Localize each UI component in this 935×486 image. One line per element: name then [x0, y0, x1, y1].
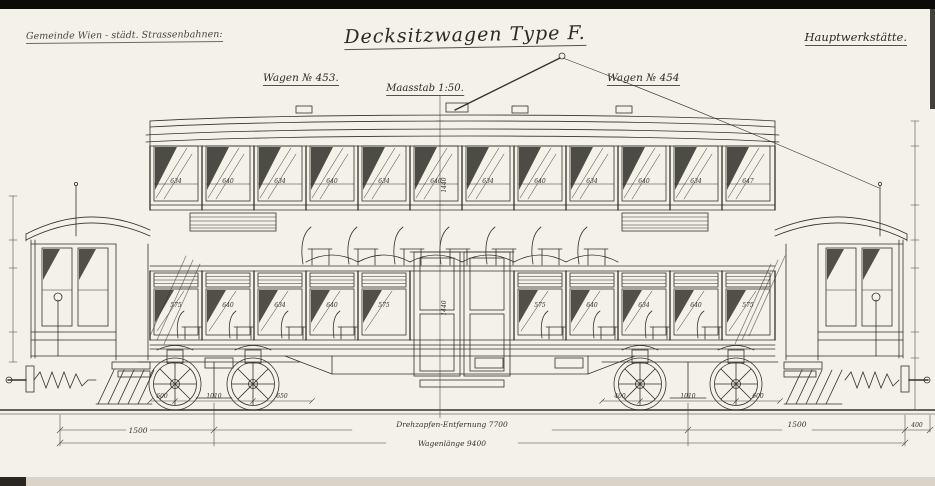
window-dim-label: 575	[742, 302, 754, 309]
window-dim-label: 634	[638, 302, 650, 309]
platform-step	[783, 370, 817, 378]
bogie-dim-label: 600	[156, 393, 168, 400]
window-dim-label: 634	[170, 178, 182, 185]
upper-deck	[149, 145, 776, 211]
bogie-dim-label: 600	[752, 393, 764, 400]
window-dim-label: 640	[326, 178, 338, 185]
window-dim-label: 575	[170, 302, 182, 309]
dimension-lines	[8, 95, 934, 447]
platform-step	[111, 361, 151, 370]
spring	[717, 345, 755, 351]
pivot-distance-label: Drehzapfen-Entfernung 7700	[395, 420, 508, 429]
canopy	[774, 216, 908, 235]
lower-deck	[149, 270, 776, 346]
lower-posts	[149, 270, 776, 341]
door-step	[419, 379, 505, 388]
window-dim-label: 634	[482, 178, 494, 185]
trolley-pole	[454, 52, 880, 189]
window-dim-label: 640	[534, 178, 546, 185]
spring	[234, 345, 272, 351]
wagon-number-right: Wagen № 454	[607, 72, 680, 86]
platform-window	[861, 247, 893, 327]
lifeguard-fender	[783, 369, 843, 405]
roof-ventilator	[511, 105, 529, 114]
platform-step	[117, 370, 151, 378]
bogie-dim-label: 400	[613, 393, 626, 400]
coupling	[5, 365, 97, 393]
window-dim-label: 575	[534, 302, 546, 309]
window-dim-label: 647	[742, 178, 754, 185]
photo-edge-right	[930, 9, 935, 109]
lifeguard-fender	[95, 369, 155, 405]
overhang-dim-label: 1500	[128, 426, 147, 435]
bogie-right	[601, 345, 779, 411]
bogie-dim-label: 650	[276, 393, 288, 400]
right-platform	[734, 181, 931, 405]
window-dim-label: 634	[378, 178, 390, 185]
dimension-labels: 634 640 634 640 634 640 634 640 634 640 …	[128, 177, 922, 448]
canopy	[25, 216, 151, 235]
trolley-rope	[562, 57, 880, 189]
window-dim-label: 634	[586, 178, 598, 185]
truss-rod	[284, 355, 636, 375]
spring	[156, 345, 194, 351]
platform-window	[77, 247, 109, 327]
window-dim-label: 640	[326, 302, 338, 309]
workshop-label: Hauptwerkstätte.	[804, 30, 907, 46]
platform-window	[41, 247, 73, 327]
photo-corner	[0, 477, 26, 486]
overhang-dim-label: 1500	[787, 420, 806, 429]
window-dim-label: 640	[586, 302, 598, 309]
platform-window	[825, 247, 857, 327]
underframe	[149, 348, 776, 375]
platform-step	[783, 361, 823, 370]
bogie-left	[137, 345, 301, 411]
wheel	[709, 357, 763, 411]
buffer-dim-label: 400	[910, 422, 923, 429]
window-dim-label: 634	[274, 302, 286, 309]
wagon-number-left: Wagen № 453.	[263, 72, 339, 86]
stairs	[734, 255, 786, 345]
height-dim-label: 1440	[441, 300, 448, 315]
sheet-owner-label: Gemeinde Wien - städt. Strassenbahnen:	[25, 28, 223, 45]
wheel	[226, 357, 280, 411]
spring	[621, 345, 659, 351]
photo-edge-top	[0, 0, 935, 9]
roof	[145, 102, 780, 147]
upper-posts	[149, 145, 776, 211]
rail-line	[0, 409, 935, 415]
height-dim-label: 1440	[441, 177, 448, 192]
scale-label: Maasstab 1:50.	[386, 83, 464, 96]
center-door	[409, 251, 515, 388]
left-platform	[5, 181, 201, 405]
trolley-base	[445, 102, 469, 113]
bogie-dim-label: 1010	[680, 393, 695, 400]
window-dim-label: 640	[222, 302, 234, 309]
window-dim-label: 640	[638, 178, 650, 185]
window-dim-label: 575	[378, 302, 390, 309]
window-dim-label: 640	[430, 178, 442, 185]
trolley-wheel	[558, 52, 566, 60]
window-dim-label: 634	[690, 178, 702, 185]
wheel	[613, 357, 667, 411]
window-dim-label: 640	[690, 302, 702, 309]
stairs	[149, 255, 201, 345]
sheet-title: Decksitzwagen Type F.	[344, 21, 586, 51]
window-dim-label: 634	[274, 178, 286, 185]
total-length-label: Wagenlänge 9400	[418, 439, 486, 448]
photo-edge-bottom	[0, 477, 935, 486]
roof-ventilator	[615, 105, 633, 114]
wheel	[148, 357, 202, 411]
window-dim-label: 640	[222, 178, 234, 185]
bogie-dim-label: 1010	[206, 393, 221, 400]
coupling	[844, 365, 931, 393]
roof-ventilator	[295, 105, 313, 114]
